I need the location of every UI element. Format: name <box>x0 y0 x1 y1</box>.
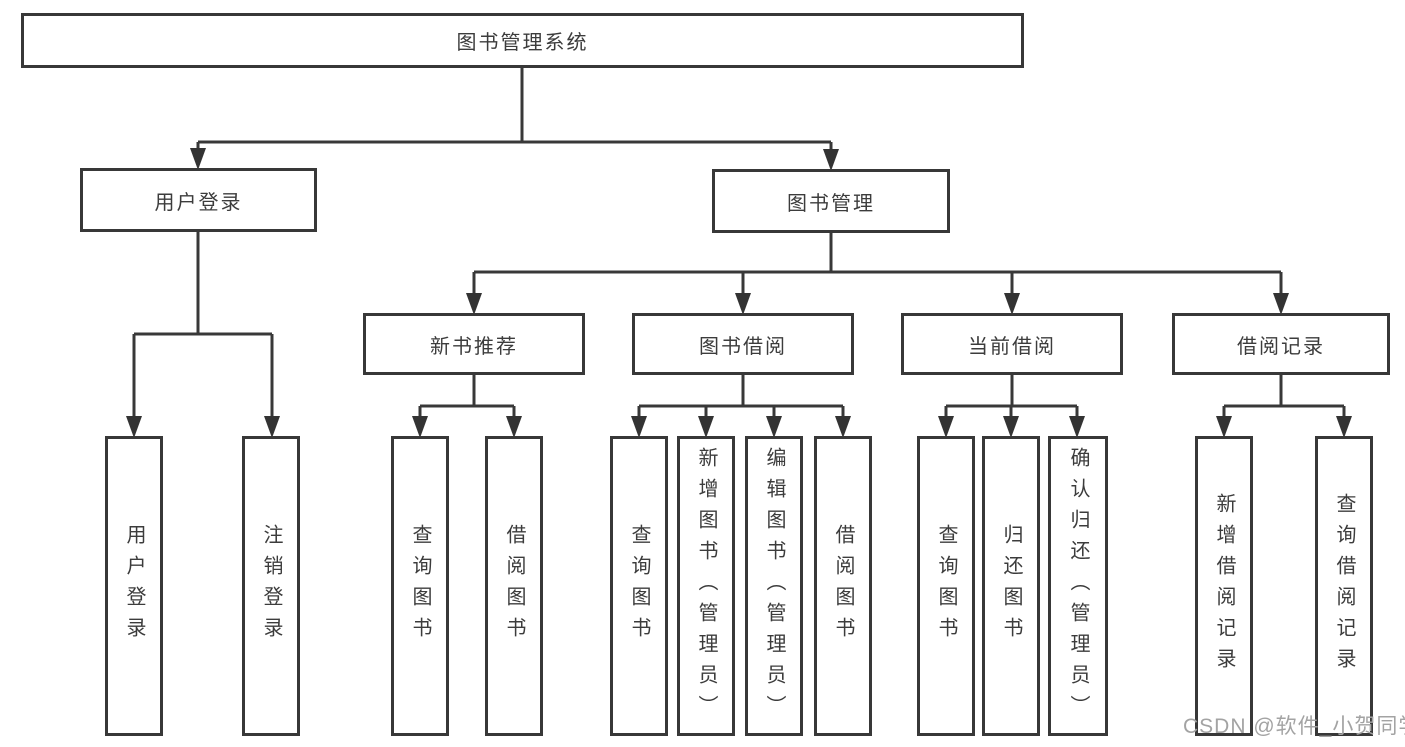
node-book-management: 图书管理 <box>712 169 950 233</box>
node-current-borrowing: 当前借阅 <box>901 313 1123 375</box>
node-label: 借阅图书 <box>503 524 525 648</box>
node-label: 借阅记录 <box>1237 335 1325 358</box>
arrow-down-icon <box>631 416 647 438</box>
arrow-down-icon <box>466 293 482 315</box>
leaf-add-borrow-record: 新增借阅记录 <box>1195 436 1253 736</box>
node-label: 图书管理系统 <box>456 32 589 54</box>
node-label: 图书管理 <box>787 192 875 215</box>
leaf-user-login: 用户登录 <box>105 436 163 736</box>
leaf-query-borrow-record: 查询借阅记录 <box>1315 436 1373 736</box>
arrow-down-icon <box>126 416 142 438</box>
node-label: 确认归还（管理员） <box>1067 446 1089 726</box>
node-borrowing-records: 借阅记录 <box>1172 313 1390 375</box>
leaf-query-books-cb: 查询图书 <box>917 436 975 736</box>
connector-current-borrow-children <box>944 375 1079 424</box>
node-label: 新增借阅记录 <box>1213 493 1235 679</box>
node-label: 用户登录 <box>154 191 243 214</box>
connector-book-management-children <box>472 233 1283 300</box>
node-label: 查询图书 <box>628 524 650 648</box>
connector-root-to-level2 <box>196 68 833 156</box>
arrow-down-icon <box>1336 416 1352 438</box>
leaf-return-books: 归还图书 <box>982 436 1040 736</box>
arrow-down-icon <box>412 416 428 438</box>
arrow-down-icon <box>506 416 522 438</box>
arrow-down-icon <box>1003 416 1019 438</box>
node-label: 编辑图书（管理员） <box>763 446 785 726</box>
arrow-down-icon <box>190 148 206 170</box>
node-label: 当前借阅 <box>968 335 1056 358</box>
node-new-book-recommendation: 新书推荐 <box>363 313 585 375</box>
node-user-login: 用户登录 <box>80 168 317 232</box>
arrow-down-icon <box>1004 293 1020 315</box>
node-label: 新书推荐 <box>430 335 518 358</box>
node-label: 查询图书 <box>409 524 431 648</box>
node-label: 新增图书（管理员） <box>695 446 717 726</box>
node-label: 用户登录 <box>123 524 145 648</box>
leaf-logout: 注销登录 <box>242 436 300 736</box>
node-label: 查询借阅记录 <box>1333 493 1355 679</box>
leaf-query-books-nb: 查询图书 <box>391 436 449 736</box>
leaf-borrow-books-nb: 借阅图书 <box>485 436 543 736</box>
arrow-down-icon <box>1216 416 1232 438</box>
leaf-borrow-books-bb: 借阅图书 <box>814 436 872 736</box>
arrow-down-icon <box>823 149 839 171</box>
node-label: 查询图书 <box>935 524 957 648</box>
arrow-down-icon <box>766 416 782 438</box>
arrow-down-icon <box>698 416 714 438</box>
leaf-confirm-return-admin: 确认归还（管理员） <box>1048 436 1108 736</box>
node-label: 借阅图书 <box>832 524 854 648</box>
arrow-down-icon <box>735 293 751 315</box>
node-label: 注销登录 <box>260 524 282 648</box>
connector-book-borrow-children <box>637 375 845 424</box>
leaf-edit-books-admin: 编辑图书（管理员） <box>745 436 803 736</box>
arrow-down-icon <box>1069 416 1085 438</box>
watermark: CSDN @软件_小贺同学 <box>1183 715 1405 738</box>
connector-borrow-records-children <box>1222 375 1346 424</box>
leaf-add-books-admin: 新增图书（管理员） <box>677 436 735 736</box>
node-book-borrowing: 图书借阅 <box>632 313 854 375</box>
node-label: 归还图书 <box>1000 524 1022 648</box>
node-label: 图书借阅 <box>699 335 787 358</box>
arrow-down-icon <box>835 416 851 438</box>
arrow-down-icon <box>264 416 280 438</box>
arrow-down-icon <box>1273 293 1289 315</box>
arrow-down-icon <box>938 416 954 438</box>
connector-user-login-children <box>132 232 274 424</box>
leaf-query-books-bb: 查询图书 <box>610 436 668 736</box>
connector-new-book-children <box>418 375 516 424</box>
node-library-management-system: 图书管理系统 <box>21 13 1024 68</box>
